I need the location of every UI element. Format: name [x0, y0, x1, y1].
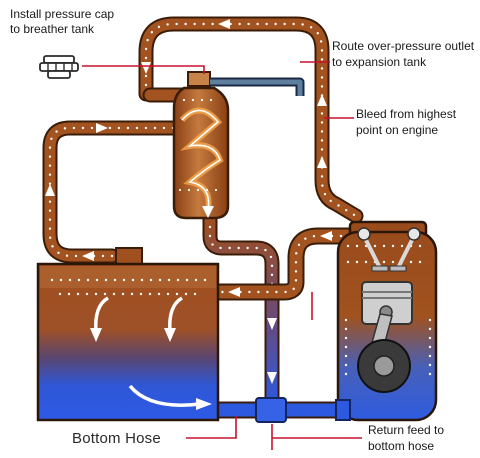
flow-arrow-radiator-3: [128, 384, 201, 407]
arrow-leftloop-up: [45, 184, 55, 196]
arrow-leftloop-left: [82, 251, 94, 261]
leader-lines: [82, 61, 362, 450]
bottle-neck: [187, 71, 211, 87]
label-pressure-cap-2: to breather tank: [10, 22, 95, 36]
radiator-core: [36, 262, 220, 422]
radiator: [36, 247, 220, 422]
expansion-bottle: [172, 71, 230, 220]
arrow-top-left: [218, 19, 230, 29]
arrow-leftloop-right: [96, 123, 108, 133]
flow-arrows: [45, 19, 332, 384]
labels: Install pressure cap to breather tank Ro…: [10, 7, 475, 453]
label-bleed-2: point on engine: [356, 123, 438, 137]
arrow-left-down: [141, 62, 151, 74]
arrow-right-up-2: [317, 156, 327, 168]
leader-pressure-cap: [82, 65, 205, 74]
engine-block: [335, 220, 438, 422]
overpressure-outlet-pipe: [210, 77, 305, 96]
bottom-hose-pipe: [203, 397, 355, 423]
label-bleed-1: Bleed from highest: [356, 107, 457, 121]
hose-tee-junction: [255, 397, 287, 423]
arrow-engine-out: [320, 231, 332, 241]
label-overpressure-2: to expansion tank: [332, 55, 427, 69]
radiator-filler-neck: [115, 247, 143, 265]
arrow-right-up: [317, 94, 327, 106]
engine-valve-icon: [357, 227, 421, 272]
arrow-downpipe-2: [267, 372, 277, 384]
bottle-swirl-arrow: [181, 109, 221, 211]
hot-pipes: [42, 16, 364, 410]
label-pressure-cap-1: Install pressure cap: [10, 7, 114, 21]
label-return-feed-1: Return feed to: [368, 423, 444, 437]
pressure-cap-icon: [39, 55, 79, 79]
label-overpressure-1: Route over-pressure outlet: [332, 39, 475, 53]
label-return-feed-2: bottom hose: [368, 439, 434, 453]
label-bottom-hose: Bottom Hose: [72, 430, 161, 447]
arrow-downpipe: [267, 318, 277, 330]
engine-piston-icon: [357, 281, 413, 393]
arrow-tophose-left: [228, 287, 240, 297]
flow-arrow-radiator-1: [94, 296, 109, 333]
flow-arrow-radiator-2: [168, 296, 183, 333]
leader-bottom-hose: [186, 416, 237, 439]
